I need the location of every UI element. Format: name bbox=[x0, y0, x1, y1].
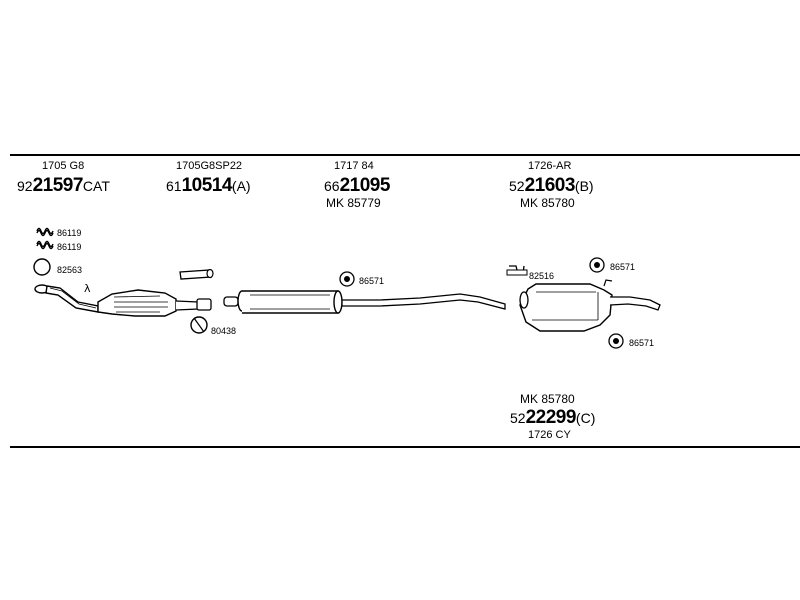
part-code-rear-silencer: 1726-AR bbox=[528, 160, 572, 172]
rubber-hanger-icon bbox=[589, 257, 605, 273]
hanger-label: 86571 bbox=[610, 262, 635, 272]
part-number-main: 10514 bbox=[181, 175, 233, 196]
catalyst-icon bbox=[97, 289, 212, 317]
part-number-catalyst: 9221597CAT bbox=[17, 176, 110, 195]
hanger-label: 86571 bbox=[359, 276, 384, 286]
rubber-hanger-icon bbox=[339, 271, 355, 287]
hanger-label: 86571 bbox=[629, 338, 654, 348]
part-number-main: 21603 bbox=[524, 175, 576, 196]
part-number-suffix: (A) bbox=[231, 178, 251, 194]
rubber-hanger-icon bbox=[608, 333, 624, 349]
sealing-ring-label: 82563 bbox=[57, 265, 82, 275]
middle-silencer-icon bbox=[223, 290, 343, 314]
part-number-main: 22299 bbox=[525, 407, 577, 428]
spring-label: 86119 bbox=[57, 228, 81, 238]
middle-tail-pipe-icon bbox=[341, 293, 506, 310]
sealing-ring-icon bbox=[33, 258, 51, 276]
top-divider-line bbox=[10, 154, 800, 156]
part-number-main: 21597 bbox=[32, 175, 84, 196]
bottom-divider-line bbox=[10, 446, 800, 448]
part-number-suffix: (C) bbox=[575, 410, 596, 426]
part-code-middle-silencer: 1717 84 bbox=[334, 160, 374, 172]
intermediate-pipe-icon bbox=[179, 268, 214, 280]
clamp-label: 80438 bbox=[211, 326, 236, 336]
part-code-intermediate: 1705G8SP22 bbox=[176, 160, 243, 172]
spring-label: 86119 bbox=[57, 242, 81, 252]
lambda-sensor-label: λ bbox=[84, 282, 91, 295]
part-number-prefix: 52 bbox=[510, 410, 526, 426]
part-code-rear-silencer-alt: 1726 CY bbox=[528, 429, 571, 441]
part-number-middle-silencer: 6621095 bbox=[324, 176, 390, 195]
mounting-kit-rear-alt: MK 85780 bbox=[520, 392, 575, 406]
part-number-intermediate: 6110514(A) bbox=[166, 176, 251, 195]
spring-icon bbox=[36, 227, 54, 237]
part-number-suffix: (B) bbox=[574, 178, 594, 194]
mounting-kit-rear: MK 85780 bbox=[520, 196, 575, 210]
part-number-rear-silencer: 5221603(B) bbox=[509, 176, 594, 195]
part-number-main: 21095 bbox=[339, 175, 391, 196]
part-number-prefix: 92 bbox=[17, 178, 33, 194]
spring-icon bbox=[36, 240, 54, 250]
part-number-prefix: 66 bbox=[324, 178, 340, 194]
front-pipe-icon bbox=[34, 284, 99, 313]
part-number-prefix: 52 bbox=[509, 178, 525, 194]
mounting-kit-middle: MK 85779 bbox=[326, 196, 381, 210]
part-number-suffix: CAT bbox=[82, 178, 110, 194]
rear-silencer-icon bbox=[519, 279, 661, 332]
bracket-icon bbox=[506, 265, 528, 276]
bracket-label: 82516 bbox=[529, 271, 554, 281]
part-number-prefix: 61 bbox=[166, 178, 182, 194]
part-code-front-pipe: 1705 G8 bbox=[42, 160, 85, 172]
clamp-icon bbox=[190, 316, 208, 334]
part-number-rear-silencer-alt: 5222299(C) bbox=[510, 408, 595, 427]
